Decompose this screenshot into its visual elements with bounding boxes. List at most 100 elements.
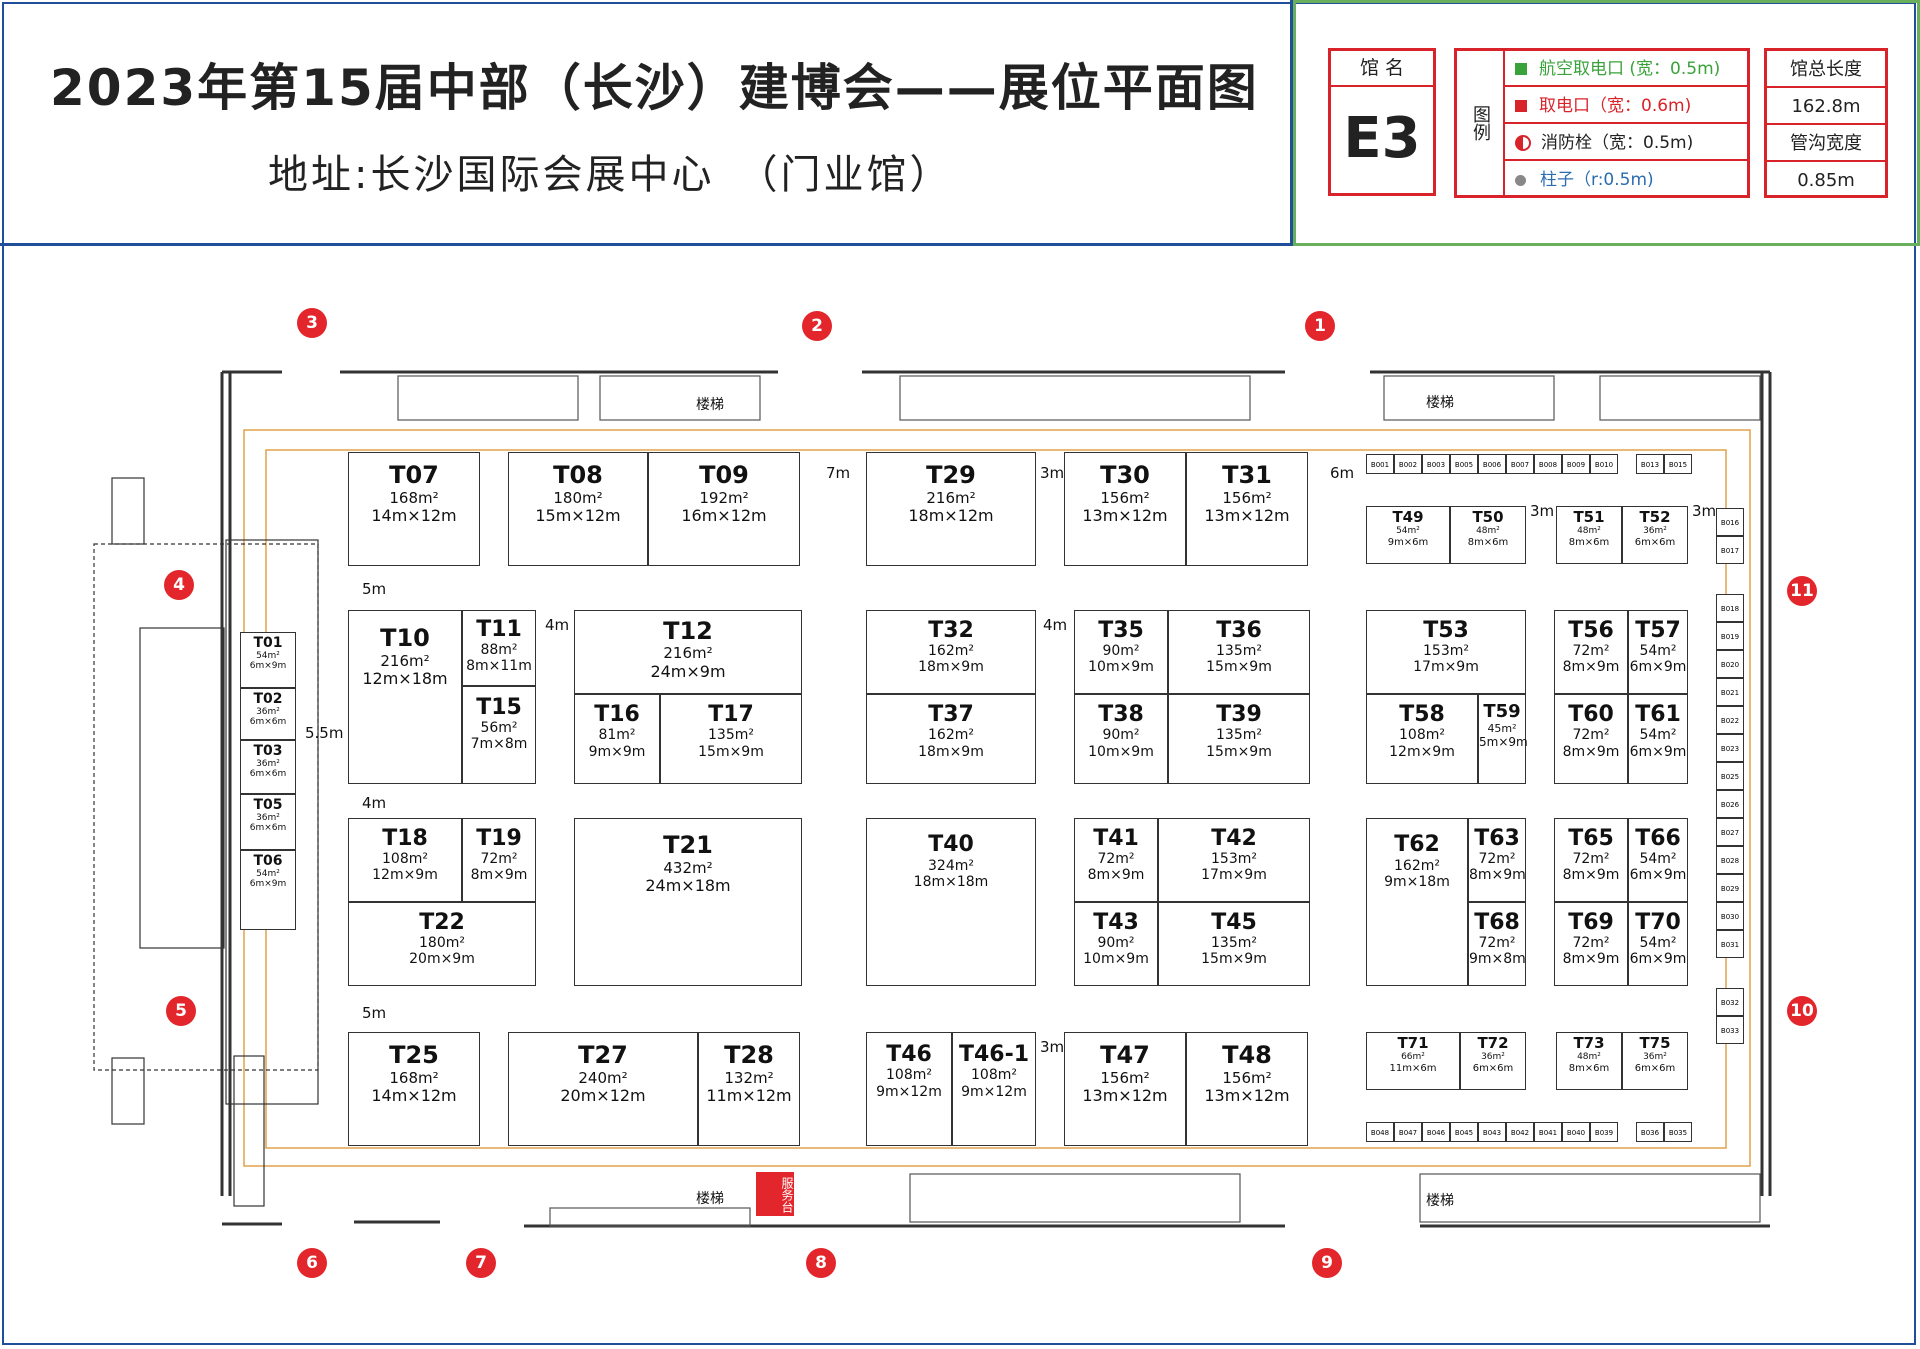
booth-id: T07: [389, 461, 439, 490]
booth-area: 72m²: [1097, 851, 1135, 868]
booth-area: 156m²: [1100, 488, 1150, 507]
booth-dimensions: 24m×18m: [645, 876, 731, 896]
booth-area: 48m²: [1476, 526, 1500, 537]
booth-dimensions: 6m×6m: [249, 823, 287, 834]
gate-9-marker: 9: [1312, 1248, 1342, 1278]
booth-area: 432m²: [663, 859, 713, 878]
gate-6-marker: 6: [297, 1248, 327, 1278]
header-info-panel: [1293, 0, 1920, 246]
aisle-width-label: 3m: [1040, 1038, 1065, 1056]
address-line: 地址:长沙国际会展中心 （门业馆）: [268, 152, 953, 198]
aisle-width-label: 3m: [1040, 464, 1065, 482]
booth-dimensions: 8m×6m: [1568, 536, 1610, 548]
booth-area: 54m²: [1639, 727, 1677, 744]
booth-dimensions: 13m×12m: [1082, 1085, 1168, 1105]
booth-area: 156m²: [1222, 488, 1272, 507]
booth-id: T49: [1392, 508, 1424, 526]
small-booth-b002: B002: [1394, 454, 1422, 474]
small-booth-b019: B019: [1716, 622, 1744, 650]
booth-id: T05: [253, 797, 283, 813]
booth-id: T61: [1635, 702, 1681, 728]
aisle-width-label: 6m: [1330, 464, 1355, 482]
booth-dimensions: 17m×9m: [1413, 659, 1479, 676]
small-booth-b043: B043: [1478, 1122, 1506, 1142]
booth-dimensions: 9m×18m: [1384, 873, 1450, 890]
aisle-width-label: 4m: [1043, 616, 1068, 634]
green-square-icon: [1515, 63, 1527, 75]
booth-id: T36: [1216, 617, 1262, 643]
booth-area: 36m²: [1643, 1052, 1667, 1063]
booth-dimensions: 9m×6m: [1387, 536, 1429, 548]
booth-id: T06: [253, 853, 283, 869]
booth-dimensions: 16m×12m: [681, 505, 767, 525]
booth-area: 135m²: [1216, 727, 1262, 744]
booth-area: 108m²: [886, 1067, 932, 1084]
booth-dimensions: 8m×9m: [1087, 867, 1145, 884]
booth-area: 56m²: [480, 720, 518, 737]
booth-id: T30: [1100, 461, 1150, 490]
booth-area: 72m²: [1478, 851, 1516, 868]
small-booth-b040: B040: [1562, 1122, 1590, 1142]
gate-8-marker: 8: [806, 1248, 836, 1278]
booth-id: T16: [594, 702, 640, 728]
small-booth-b042: B042: [1506, 1122, 1534, 1142]
small-booth-b033: B033: [1716, 1016, 1744, 1044]
booth-area: 54m²: [1396, 526, 1420, 537]
small-booth-b020: B020: [1716, 650, 1744, 678]
booth-dimensions: 10m×9m: [1088, 743, 1154, 760]
booth-area: 192m²: [699, 488, 749, 507]
booth-id: T21: [663, 831, 713, 860]
booth-id: T56: [1568, 617, 1614, 643]
booth-id: T53: [1423, 617, 1469, 643]
booth-dimensions: 6m×9m: [1629, 951, 1687, 968]
legend-item-hydrant: 消防栓（宽：0.5m): [1505, 125, 1749, 161]
booth-area: 162m²: [928, 727, 974, 744]
small-booth-b016: B016: [1716, 508, 1744, 536]
booth-dimensions: 6m×9m: [249, 879, 287, 890]
booth-id: T02: [253, 691, 283, 707]
booth-area: 153m²: [1423, 643, 1469, 660]
booth-id: T70: [1635, 909, 1681, 935]
booth-id: T22: [419, 909, 465, 935]
booth-area: 66m²: [1401, 1052, 1425, 1063]
hall-name-label: 馆 名: [1331, 51, 1433, 87]
booth-dimensions: 14m×12m: [371, 1085, 457, 1105]
hall-name-box: 馆 名 E3: [1328, 48, 1436, 196]
booth-id: T75: [1639, 1034, 1671, 1052]
booth-dimensions: 13m×12m: [1204, 1085, 1290, 1105]
booth-id: T45: [1211, 909, 1257, 935]
hall-length-label: 馆总长度: [1767, 51, 1885, 88]
booth-area: 81m²: [598, 727, 636, 744]
small-booth-b039: B039: [1590, 1122, 1618, 1142]
booth-id: T72: [1477, 1034, 1509, 1052]
booth-id: T57: [1635, 617, 1681, 643]
booth-area: 72m²: [1572, 851, 1610, 868]
booth-id: T50: [1472, 508, 1504, 526]
booth-id: T68: [1474, 909, 1520, 935]
floor-plan: 1 2 3 4 5 6 7 8 9 10 11 楼梯 楼梯 楼梯 楼梯 服务台 …: [0, 246, 1920, 1349]
gate-10-marker: 10: [1787, 996, 1817, 1026]
booth-id: T12: [663, 616, 713, 645]
booth-dimensions: 6m×6m: [249, 769, 287, 780]
booth-dimensions: 8m×9m: [1562, 951, 1620, 968]
